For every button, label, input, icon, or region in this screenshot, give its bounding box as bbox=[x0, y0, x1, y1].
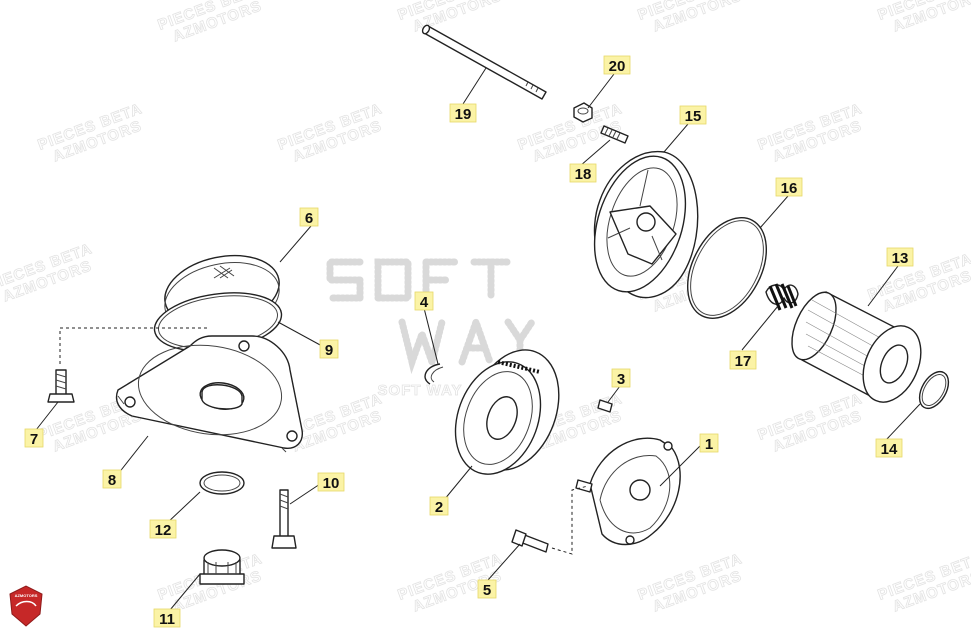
svg-text:5: 5 bbox=[483, 582, 491, 599]
svg-text:1: 1 bbox=[705, 436, 713, 453]
svg-text:14: 14 bbox=[881, 441, 898, 458]
part-5-alignment-line bbox=[551, 485, 589, 555]
callout-17: 17 bbox=[729, 350, 757, 370]
callout-labels: 1 2 3 4 5 6 7 8 9 10 11 12 13 14 15 16 1… bbox=[24, 55, 914, 628]
callout-9: 9 bbox=[319, 339, 339, 359]
part-17-spring bbox=[765, 283, 799, 311]
callout-1: 1 bbox=[699, 433, 719, 453]
part-15-filter-cover bbox=[593, 150, 699, 299]
callout-3: 3 bbox=[611, 368, 631, 388]
part-8-base-plate bbox=[115, 335, 303, 453]
svg-text:12: 12 bbox=[155, 522, 172, 539]
svg-text:4: 4 bbox=[420, 294, 429, 311]
callout-15: 15 bbox=[679, 105, 707, 125]
svg-text:17: 17 bbox=[735, 353, 752, 370]
part-4-circlip bbox=[424, 363, 444, 385]
shield-icon bbox=[9, 585, 43, 627]
callout-10: 10 bbox=[317, 472, 345, 492]
svg-text:3: 3 bbox=[617, 371, 625, 388]
svg-text:7: 7 bbox=[30, 431, 38, 448]
callout-2: 2 bbox=[429, 496, 449, 516]
svg-text:16: 16 bbox=[781, 180, 798, 197]
callout-16: 16 bbox=[775, 177, 803, 197]
svg-text:20: 20 bbox=[609, 58, 626, 75]
svg-text:2: 2 bbox=[435, 499, 443, 516]
callout-20: 20 bbox=[603, 55, 631, 75]
part-14-small-o-ring bbox=[918, 370, 950, 410]
leader-lines bbox=[35, 67, 921, 611]
svg-text:10: 10 bbox=[323, 475, 340, 492]
part-5-screw bbox=[511, 529, 549, 553]
part-12-o-ring bbox=[199, 471, 245, 495]
part-3-pin bbox=[597, 399, 613, 413]
callout-7: 7 bbox=[24, 428, 44, 448]
callout-14: 14 bbox=[875, 438, 903, 458]
svg-text:11: 11 bbox=[159, 611, 175, 628]
part-16-o-ring bbox=[687, 217, 767, 319]
svg-text:18: 18 bbox=[575, 166, 592, 183]
svg-text:19: 19 bbox=[455, 106, 472, 123]
part-2-gear-rotor bbox=[454, 349, 560, 475]
brand-badge: AZMOTORS bbox=[9, 585, 43, 627]
callout-8: 8 bbox=[102, 469, 122, 489]
callout-19: 19 bbox=[449, 103, 477, 123]
part-20-nut bbox=[573, 102, 593, 123]
svg-text:6: 6 bbox=[305, 210, 313, 227]
callout-11: 11 bbox=[153, 608, 181, 628]
svg-text:9: 9 bbox=[325, 342, 333, 359]
center-watermark-logo: SOFT WAY bbox=[326, 258, 536, 399]
callout-6: 6 bbox=[299, 207, 319, 227]
part-13-oil-filter bbox=[791, 291, 922, 403]
part-1-pump-cover bbox=[575, 437, 681, 546]
callout-13: 13 bbox=[886, 247, 914, 267]
part-7-alignment-line bbox=[59, 327, 210, 364]
callout-18: 18 bbox=[569, 163, 597, 183]
svg-text:13: 13 bbox=[892, 250, 909, 267]
center-watermark-text: SOFT WAY bbox=[378, 382, 463, 399]
part-11-drain-plug bbox=[199, 549, 245, 585]
part-19-rod bbox=[421, 24, 547, 100]
svg-text:8: 8 bbox=[108, 472, 116, 489]
part-18-stud bbox=[600, 125, 629, 144]
callout-12: 12 bbox=[149, 519, 177, 539]
brand-badge-text: AZMOTORS bbox=[15, 593, 38, 598]
callout-4: 4 bbox=[414, 291, 434, 311]
part-10-bolt bbox=[271, 489, 297, 549]
part-7-screw bbox=[47, 369, 75, 403]
svg-text:15: 15 bbox=[685, 108, 702, 125]
callout-5: 5 bbox=[477, 579, 497, 599]
